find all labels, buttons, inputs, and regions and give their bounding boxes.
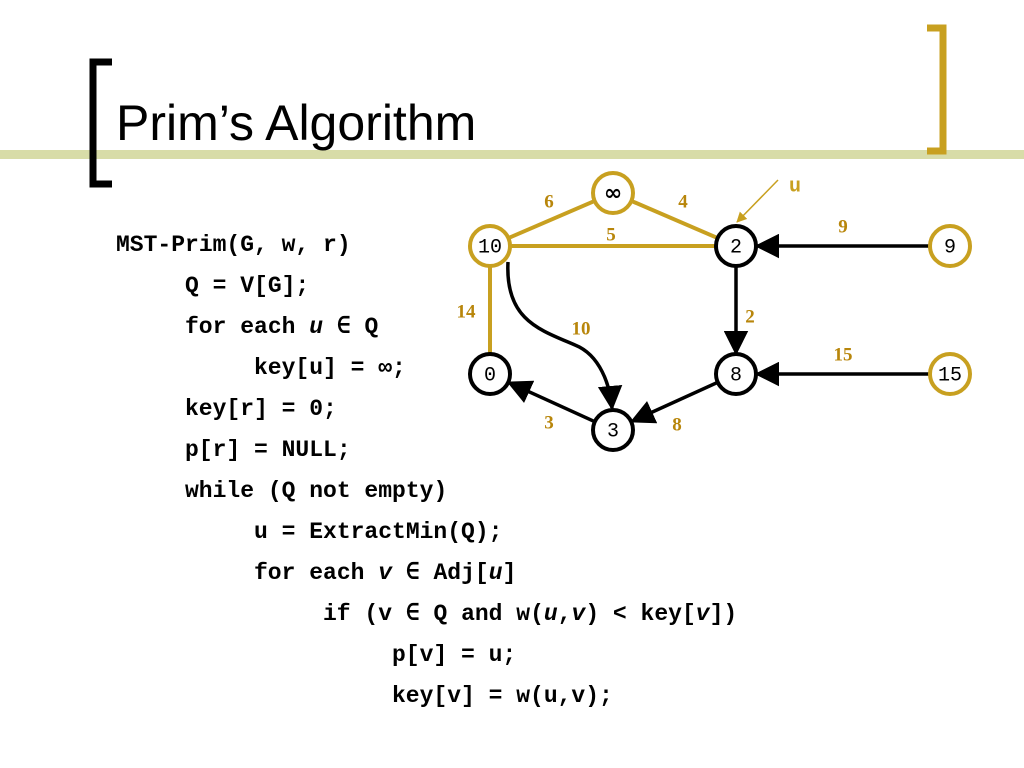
code-token: u = ExtractMin(Q); bbox=[254, 519, 503, 545]
code-token: , bbox=[557, 601, 572, 627]
code-token: key[u] = ∞; bbox=[254, 355, 406, 381]
code-token: MST-Prim(G, w, r) bbox=[116, 232, 351, 258]
code-line: key[r] = 0; bbox=[116, 392, 737, 433]
code-token: Q = V[G]; bbox=[185, 273, 310, 299]
edge-weight-label: 15 bbox=[834, 344, 853, 365]
pseudocode-block: MST-Prim(G, w, r) Q = V[G]; for each u ∈ Q… bbox=[116, 228, 737, 720]
node-key-label: 9 bbox=[944, 236, 956, 259]
code-token: for each bbox=[254, 560, 379, 586]
code-line: Q = V[G]; bbox=[116, 269, 737, 310]
code-token: for each bbox=[185, 314, 310, 340]
code-line: key[u] = ∞; bbox=[116, 351, 737, 392]
code-line: while (Q not empty) bbox=[116, 474, 737, 515]
code-token: ∈ Q bbox=[323, 314, 379, 340]
edge-weight-label: 2 bbox=[745, 306, 755, 327]
edge-weight-label: 14 bbox=[457, 301, 477, 322]
node-key-label: ∞ bbox=[604, 181, 622, 206]
code-token: key[v] = w(u,v); bbox=[392, 683, 613, 709]
code-line: p[v] = u; bbox=[116, 638, 737, 679]
graph-node-n8 bbox=[714, 352, 758, 396]
code-token: while (Q not empty) bbox=[185, 478, 448, 504]
code-line: for each v ∈ Adj[u] bbox=[116, 556, 737, 597]
code-token: v bbox=[378, 560, 393, 586]
code-token: ∈ Adj[ bbox=[392, 560, 489, 586]
page-title: Prim’s Algorithm bbox=[116, 95, 477, 151]
code-line: u = ExtractMin(Q); bbox=[116, 515, 737, 556]
graph-edge-n3-n0 bbox=[506, 380, 596, 424]
graph-node-n9 bbox=[928, 224, 972, 268]
code-token: u bbox=[488, 560, 503, 586]
node-key-label: 10 bbox=[478, 236, 502, 259]
graph-edge-n10-n3 bbox=[506, 261, 623, 411]
title-underline-bar bbox=[0, 150, 1024, 159]
graph-node-n15 bbox=[928, 352, 972, 396]
code-token: ) < key[ bbox=[585, 601, 696, 627]
left-bracket-icon bbox=[89, 58, 112, 188]
graph-edge-n8-n3 bbox=[629, 380, 719, 424]
u-pointer-label: u bbox=[789, 175, 801, 198]
code-token: key[r] = 0; bbox=[185, 396, 337, 422]
edge-weight-label: 4 bbox=[678, 191, 688, 212]
graph-node-n0 bbox=[468, 352, 512, 396]
code-token: p[v] = u; bbox=[392, 642, 517, 668]
edge-weight-label: 9 bbox=[838, 216, 848, 237]
graph-edge-n_inf-n2 bbox=[630, 199, 719, 240]
node-key-label: 0 bbox=[484, 364, 496, 387]
code-line: p[r] = NULL; bbox=[116, 433, 737, 474]
edge-weight-label: 6 bbox=[544, 191, 554, 212]
code-line: MST-Prim(G, w, r) bbox=[116, 228, 737, 269]
edge-weight-label: 3 bbox=[544, 412, 554, 433]
graph-node-n2 bbox=[714, 224, 758, 268]
code-token: p[r] = NULL; bbox=[185, 437, 351, 463]
edge-weight-label: 10 bbox=[572, 318, 591, 339]
graph-node-n10 bbox=[468, 224, 512, 268]
graph-node-n_inf bbox=[591, 171, 635, 215]
node-key-label: 2 bbox=[730, 236, 742, 259]
node-key-label: 15 bbox=[938, 364, 962, 387]
code-line: if (v ∈ Q and w(u,v) < key[v]) bbox=[116, 597, 737, 638]
node-key-label: 3 bbox=[607, 420, 619, 443]
code-line: key[v] = w(u,v); bbox=[116, 679, 737, 720]
graph-node-n3 bbox=[591, 408, 635, 452]
u-pointer-arrow bbox=[736, 179, 779, 223]
code-token: u bbox=[309, 314, 324, 340]
code-token: v bbox=[571, 601, 586, 627]
graph-edge-n10-n_inf bbox=[507, 199, 596, 240]
code-token: v bbox=[695, 601, 710, 627]
node-key-label: 8 bbox=[730, 364, 742, 387]
code-token: ]) bbox=[709, 601, 738, 627]
code-token: ] bbox=[502, 560, 517, 586]
edge-weight-label: 5 bbox=[606, 224, 616, 245]
code-token: if (v ∈ Q and w( bbox=[323, 601, 544, 627]
right-bracket-icon bbox=[927, 24, 947, 155]
code-token: u bbox=[543, 601, 558, 627]
edge-weight-label: 8 bbox=[672, 414, 682, 435]
code-line: for each u ∈ Q bbox=[116, 310, 737, 351]
